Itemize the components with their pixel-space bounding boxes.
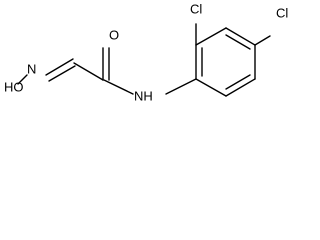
atom-label-cl-para: Cl (276, 5, 288, 20)
atom-label-o-carbonyl: O (109, 27, 119, 42)
ring-bond-c6-c1 (195, 78, 227, 97)
ring-inner-bond-c5-c6 (225, 74, 251, 90)
bond-carbonyl-nh (103, 79, 134, 95)
ring-bond-c2-c3 (195, 27, 227, 46)
atom-label-n-oxime: N (27, 61, 36, 76)
molecule-svg: HO N O NH Cl Cl (4, 1, 288, 103)
ring-bond-c5-c6 (225, 78, 256, 97)
bond-ho-n (17, 74, 28, 85)
bond-n-c-double-2 (48, 65, 76, 82)
bond-ch-carbonyl (73, 62, 104, 81)
bond-nh-ring (165, 78, 197, 95)
bond-n-c-double-1 (45, 58, 74, 76)
bond-ring-cl-para (254, 35, 271, 46)
atom-label-ho: HO (4, 79, 24, 94)
chemical-structure-diagram: HO N O NH Cl Cl (0, 0, 306, 109)
atom-label-cl-ortho: Cl (190, 1, 202, 16)
atom-label-nh: NH (134, 88, 153, 103)
ring-inner-bond-c3-c4 (225, 34, 251, 50)
ring-bond-c3-c4 (225, 27, 256, 46)
